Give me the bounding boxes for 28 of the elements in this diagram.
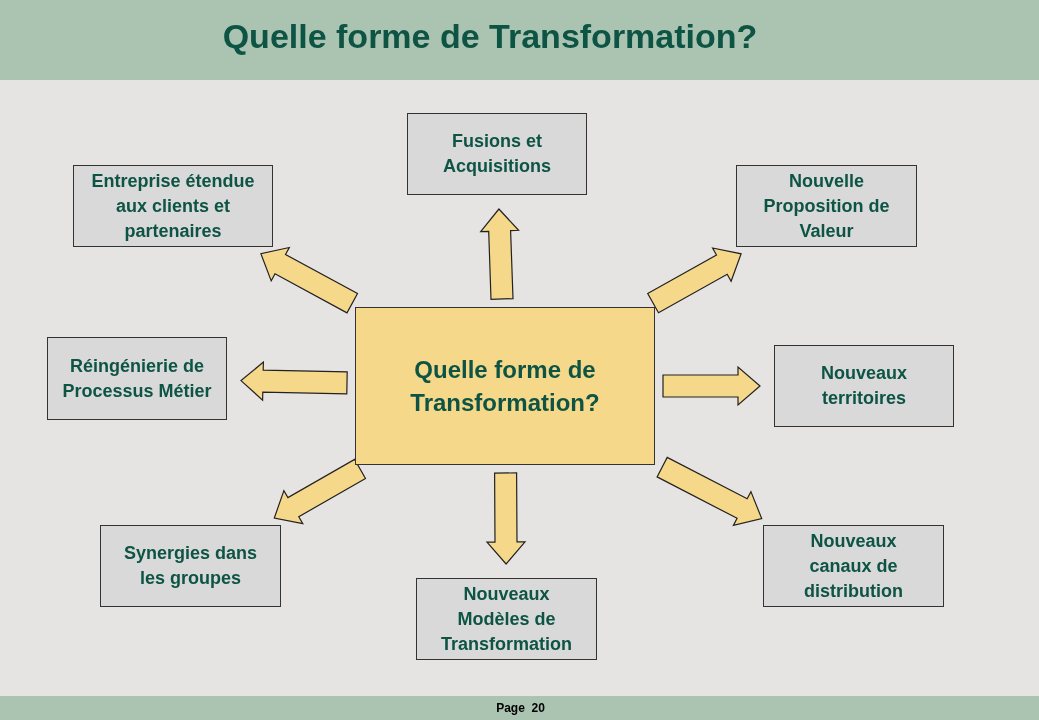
slide-title: Quelle forme de Transformation? <box>221 16 759 57</box>
process-box <box>763 525 944 607</box>
block-arrow <box>646 247 742 314</box>
node-text: Nouveaux territoires <box>820 362 908 410</box>
central-box <box>355 307 655 465</box>
block-arrow <box>240 360 348 402</box>
process-box <box>774 345 954 427</box>
block-arrow <box>485 472 527 565</box>
node-text: Entreprise étendue aux clients et partenaires <box>90 169 256 243</box>
node-text: Fusions et Acquisitions <box>442 130 552 178</box>
node-text: Synergies dans les groupes <box>122 542 259 590</box>
process-box <box>47 337 227 420</box>
block-arrow <box>656 456 763 527</box>
process-box <box>736 165 917 247</box>
process-box <box>73 165 273 247</box>
block-arrow <box>662 365 761 407</box>
node-text: Nouveaux Modèles de Transformation <box>441 582 572 656</box>
block-arrow <box>479 208 520 301</box>
block-arrow <box>273 458 367 525</box>
node-text: Nouvelle Proposition de Valeur <box>762 169 891 243</box>
process-box <box>416 578 597 660</box>
node-text: Réingénierie de Processus Métier <box>61 354 213 403</box>
process-box <box>407 113 587 195</box>
process-box <box>100 525 281 607</box>
node-text: Quelle forme de Transformation? <box>409 355 601 418</box>
page-number: Page 20 <box>496 701 545 715</box>
block-arrow <box>260 246 359 314</box>
node-text: Nouveaux canaux de distribution <box>803 529 904 603</box>
